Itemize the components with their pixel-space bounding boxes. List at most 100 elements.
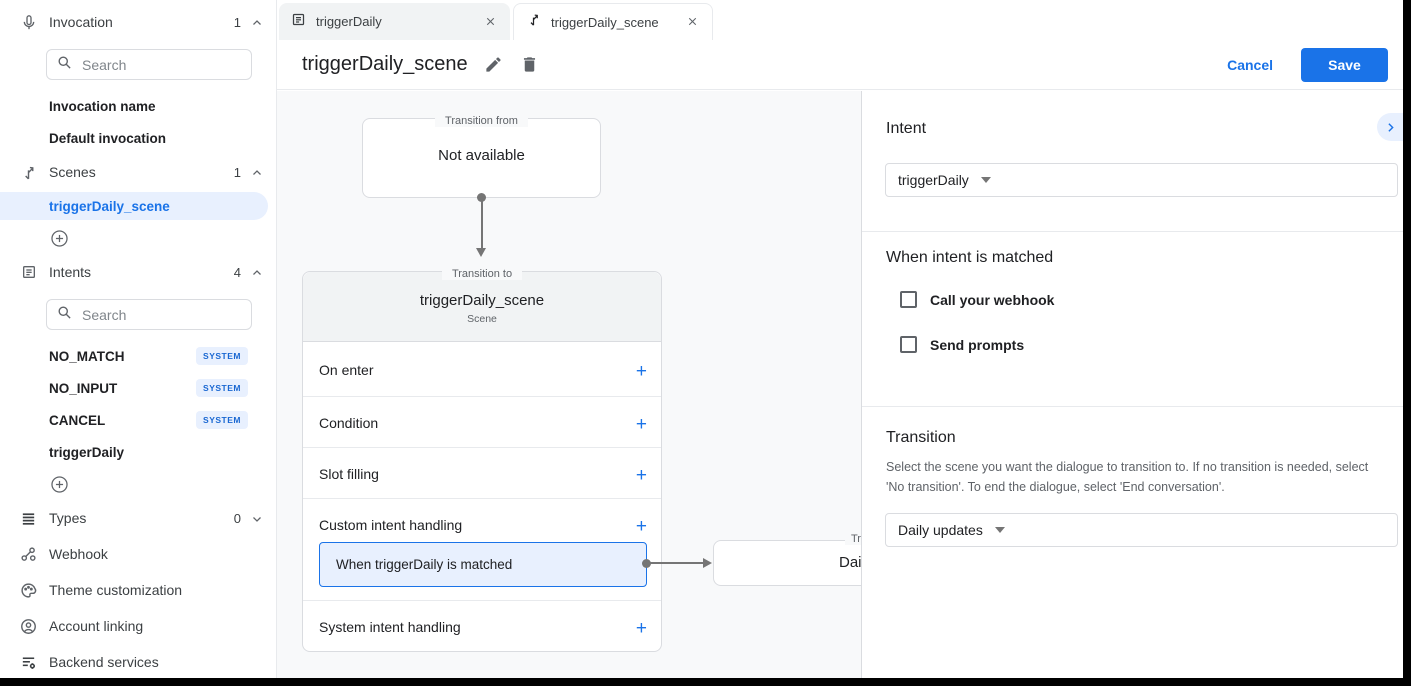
close-icon[interactable] — [484, 15, 498, 29]
section-count: 4 — [233, 264, 241, 280]
system-badge: SYSTEM — [196, 379, 248, 397]
search-input[interactable] — [82, 56, 222, 73]
send-prompts-checkbox-row[interactable]: Send prompts — [887, 336, 1024, 353]
divider — [862, 231, 1403, 232]
tab-label: triggerDaily_scene — [551, 14, 659, 30]
row-slot-filling: Slot filling + — [303, 448, 661, 499]
connector-dot — [642, 559, 651, 568]
search-icon — [57, 305, 72, 325]
invocation-search[interactable] — [46, 49, 252, 80]
add-custom-intent-button[interactable]: + — [635, 516, 647, 537]
transition-to-legend: Transition to — [303, 264, 661, 282]
row-label: Condition — [319, 415, 379, 431]
page-title: triggerDaily_scene — [302, 53, 468, 75]
chevron-up-icon[interactable] — [251, 166, 263, 178]
system-badge: SYSTEM — [196, 347, 248, 365]
sidebar-item-triggerdaily-scene[interactable]: triggerDaily_scene — [0, 192, 268, 220]
intent-tab-icon — [291, 12, 306, 32]
save-button[interactable]: Save — [1301, 47, 1388, 82]
add-on-enter-button[interactable]: + — [635, 361, 647, 382]
section-label: Intents — [49, 264, 92, 280]
transition-select[interactable]: Daily updates — [885, 513, 1398, 547]
chevron-up-icon[interactable] — [251, 16, 263, 28]
row-label: Slot filling — [319, 466, 379, 482]
arrowhead-down-icon — [476, 248, 486, 257]
dropdown-caret-icon — [980, 177, 991, 183]
row-label: Custom intent handling — [319, 517, 463, 533]
intent-label: CANCEL — [49, 412, 106, 428]
tab-label: triggerDaily — [316, 14, 382, 29]
palette-icon — [20, 582, 37, 599]
services-gear-icon — [20, 654, 37, 671]
add-slot-filling-button[interactable]: + — [635, 465, 647, 486]
add-system-intent-button[interactable]: + — [635, 618, 647, 639]
add-intent-button[interactable] — [50, 475, 69, 494]
intent-select[interactable]: triggerDaily — [885, 163, 1398, 197]
sidebar-item-backend-services[interactable]: Backend services — [0, 648, 277, 676]
collapse-panel-button[interactable] — [1377, 113, 1403, 141]
sidebar-item-default-invocation[interactable]: Default invocation — [49, 131, 167, 146]
checkbox-unchecked[interactable] — [900, 336, 917, 353]
tab-triggerdaily[interactable]: triggerDaily — [279, 3, 510, 40]
sidebar-item-theme-customization[interactable]: Theme customization — [0, 576, 277, 604]
sidebar-item-no-match[interactable]: NO_MATCH SYSTEM — [0, 344, 277, 368]
sidebar-item-cancel[interactable]: CANCEL SYSTEM — [0, 408, 277, 432]
edit-pencil-icon[interactable] — [484, 55, 504, 75]
search-input[interactable] — [82, 306, 222, 323]
custom-intent-label: When triggerDaily is matched — [336, 557, 513, 572]
delete-trash-icon[interactable] — [520, 55, 540, 75]
editor-header: triggerDaily_scene Cancel Save — [277, 40, 1403, 90]
scene-node-subtitle: Scene — [467, 313, 497, 325]
sidebar-section-types[interactable]: Types 0 — [0, 504, 277, 532]
account-circle-icon — [20, 618, 37, 635]
arrowhead-right-icon — [703, 558, 712, 568]
row-label: On enter — [319, 362, 374, 378]
sidebar: Invocation 1 Invocation name Default inv… — [0, 0, 277, 678]
row-on-enter: On enter + — [303, 342, 661, 397]
sidebar-section-invocation[interactable]: Invocation 1 — [0, 8, 277, 36]
transition-heading: Transition — [886, 429, 956, 446]
sidebar-item-account-linking[interactable]: Account linking — [0, 612, 277, 640]
close-icon[interactable] — [686, 15, 700, 29]
sidebar-item-triggerdaily[interactable]: triggerDaily — [0, 440, 277, 464]
chevron-down-icon[interactable] — [251, 512, 263, 524]
row-system-intent-handling: System intent handling + — [303, 601, 661, 652]
scene-fork-icon — [20, 164, 37, 181]
tab-bar: triggerDaily triggerDaily_scene — [277, 0, 1403, 40]
sidebar-item-no-input[interactable]: NO_INPUT SYSTEM — [0, 376, 277, 400]
transition-from-box: Transition from Not available — [362, 115, 601, 198]
call-webhook-checkbox-row[interactable]: Call your webhook — [887, 291, 1054, 308]
scene-node-title: triggerDaily_scene — [419, 292, 545, 309]
intents-search[interactable] — [46, 299, 252, 330]
tab-triggerdaily-scene[interactable]: triggerDaily_scene — [513, 3, 713, 40]
checkbox-label: Send prompts — [930, 336, 1025, 353]
section-count: 0 — [233, 510, 241, 526]
transition-from-legend: Transition from — [363, 111, 600, 129]
types-list-icon — [20, 510, 37, 527]
intent-label: triggerDaily — [49, 444, 125, 460]
scene-tab-icon — [526, 12, 541, 32]
transition-select-value: Daily updates — [898, 522, 983, 538]
add-scene-button[interactable] — [50, 229, 69, 248]
scene-item-label: triggerDaily_scene — [49, 198, 170, 214]
row-label: System intent handling — [319, 619, 461, 635]
sidebar-item-webhook[interactable]: Webhook — [0, 540, 277, 568]
scene-node-card: Transition to triggerDaily_scene Scene O… — [302, 268, 662, 652]
checkbox-unchecked[interactable] — [900, 291, 917, 308]
intent-select-value: triggerDaily — [898, 172, 969, 188]
intent-detail-panel: Intent triggerDaily When intent is match… — [861, 91, 1403, 678]
transition-from-content: Not available — [438, 147, 525, 164]
intent-label: NO_MATCH — [49, 348, 125, 364]
chevron-up-icon[interactable] — [251, 266, 263, 278]
when-matched-heading: When intent is matched — [886, 249, 1054, 266]
sidebar-item-invocation-name[interactable]: Invocation name — [49, 99, 156, 114]
row-condition: Condition + — [303, 397, 661, 448]
sidebar-section-scenes[interactable]: Scenes 1 — [0, 158, 277, 186]
sidebar-section-intents[interactable]: Intents 4 — [0, 258, 277, 286]
connector-line — [481, 199, 483, 249]
add-condition-button[interactable]: + — [635, 414, 647, 435]
custom-intent-item[interactable]: When triggerDaily is matched — [319, 542, 647, 587]
cancel-button[interactable]: Cancel — [1215, 49, 1285, 81]
intent-list-icon — [20, 264, 37, 281]
